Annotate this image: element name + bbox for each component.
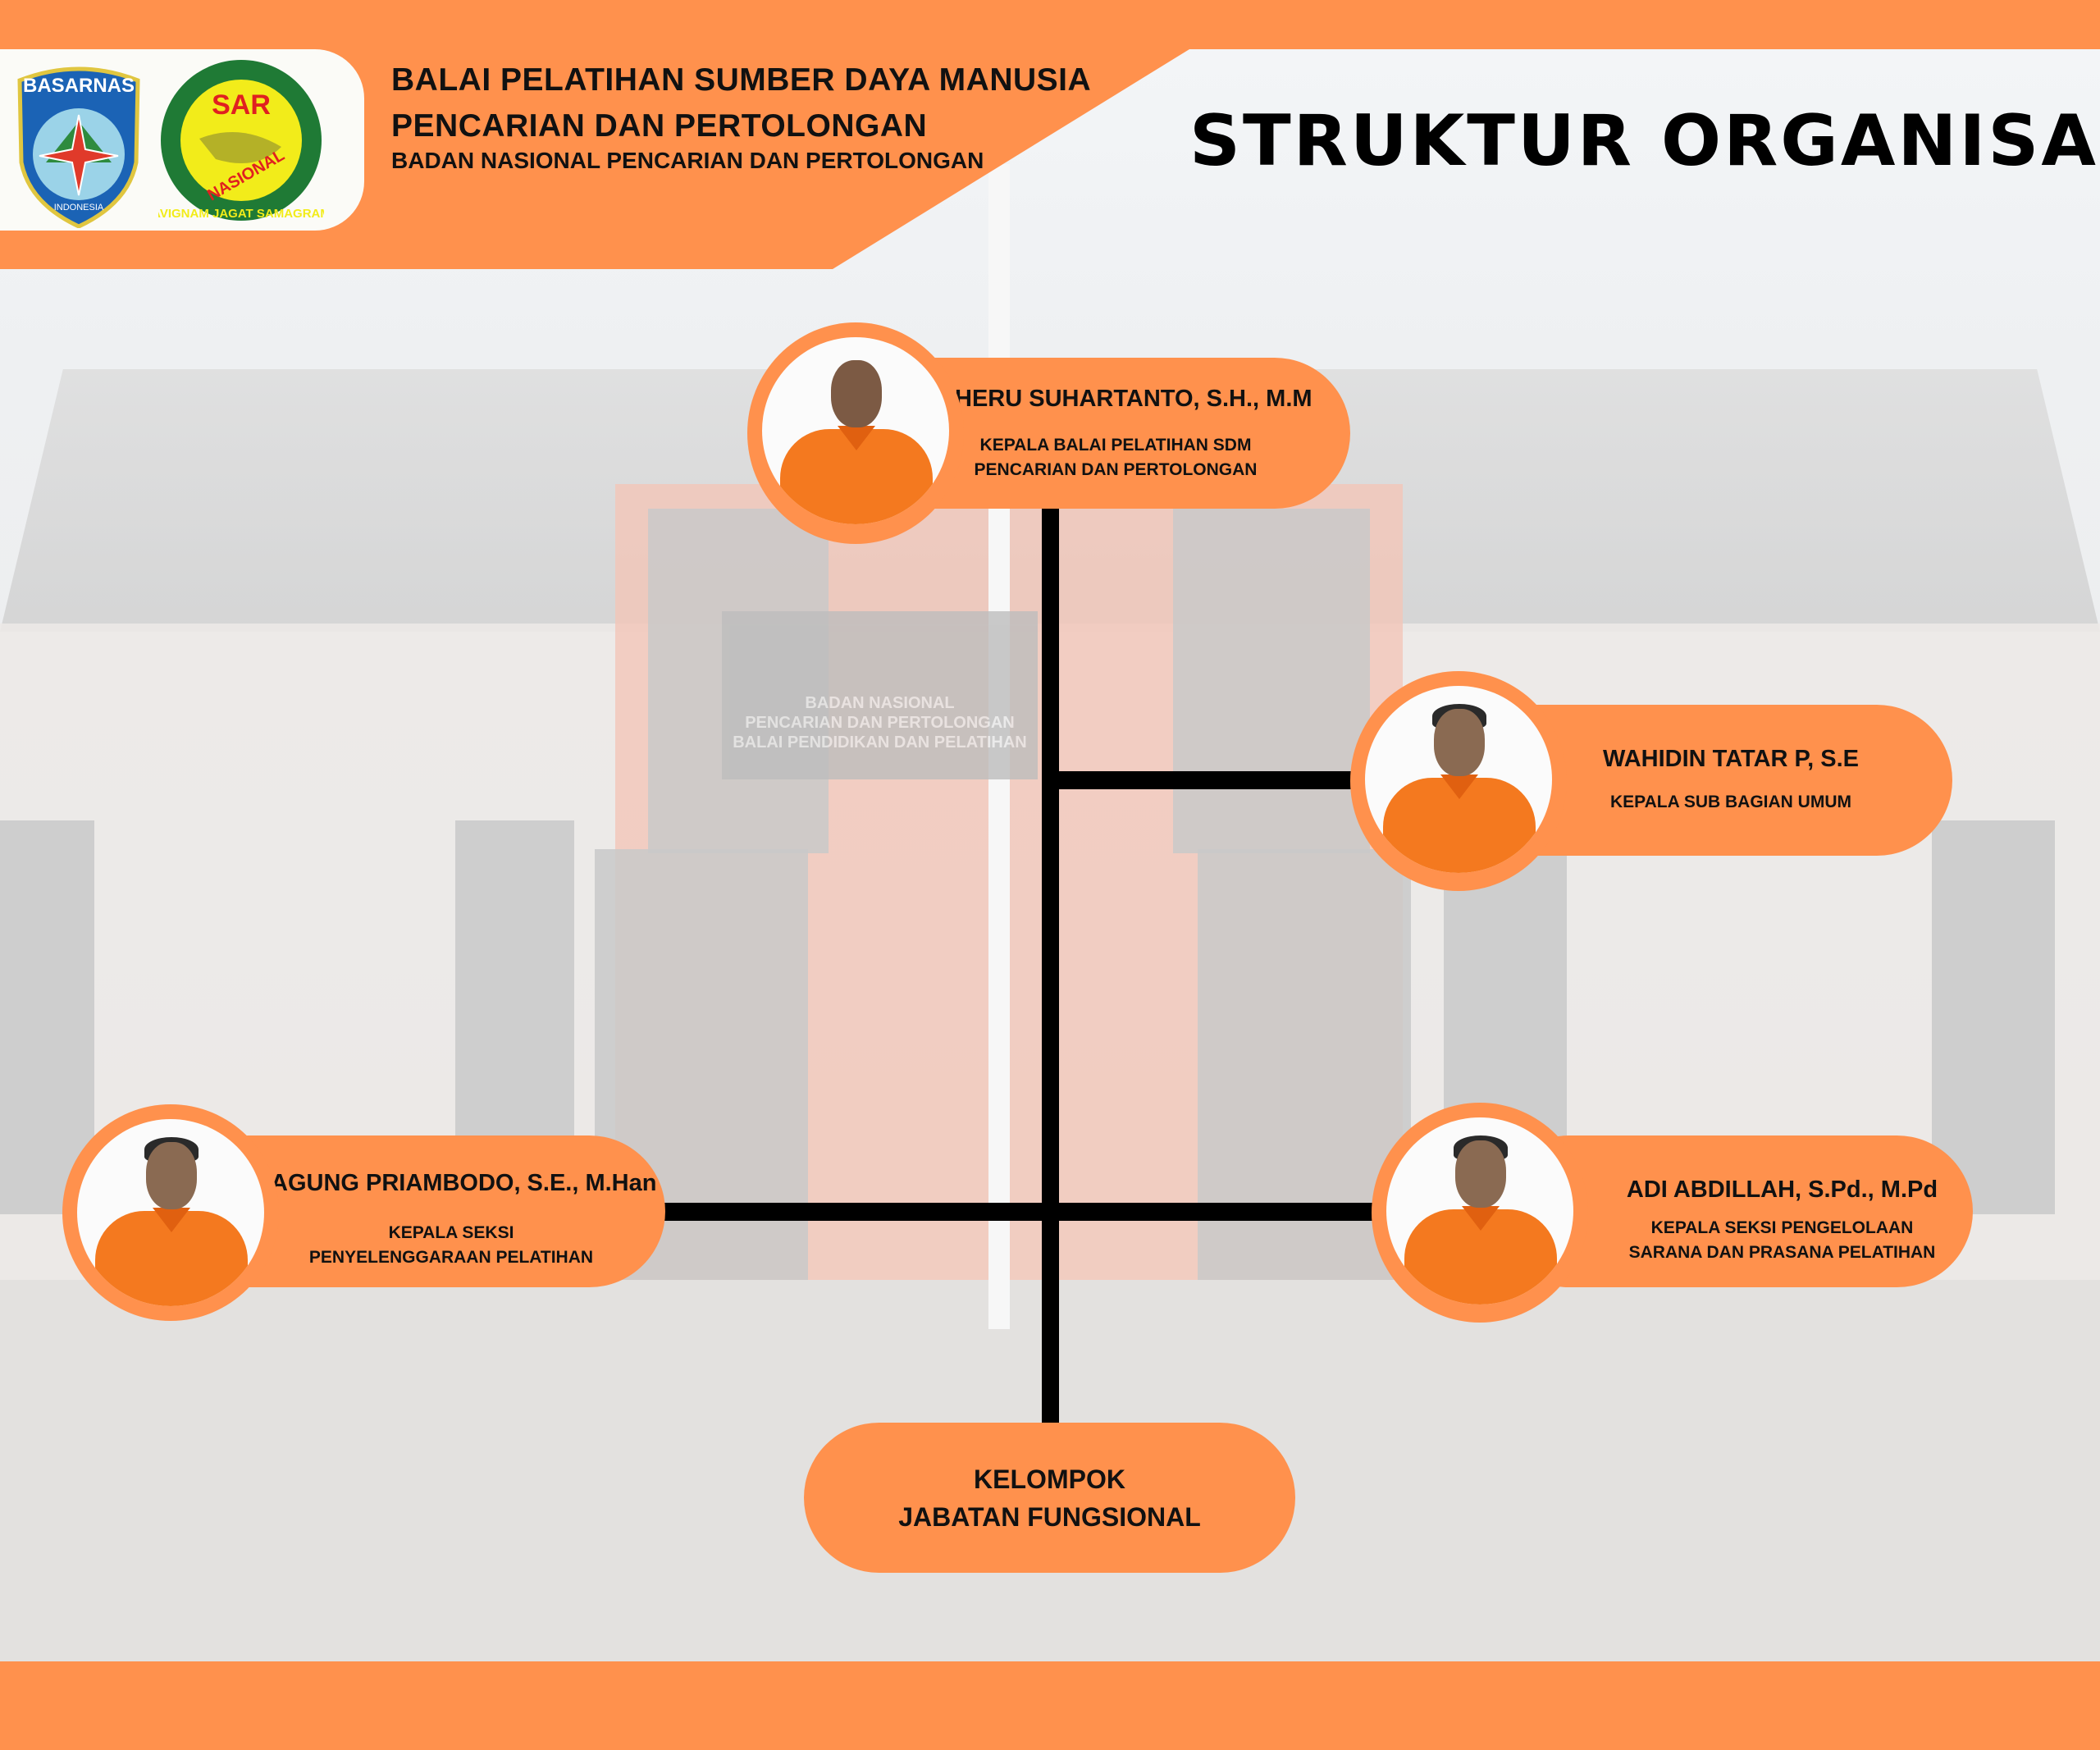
penyelenggaraan-role-line: KEPALA SEKSI	[388, 1223, 514, 1242]
connector-vertical	[1042, 492, 1059, 1428]
sign-line: BADAN NASIONAL	[805, 694, 955, 712]
penyelenggaraan-photo	[77, 1119, 264, 1306]
head-role-line: KEPALA BALAI PELATIHAN SDM	[979, 436, 1252, 455]
sar-nasional-logo: SAR NASIONAL AVIGNAM JAGAT SAMAGRAM	[152, 57, 331, 225]
page-title: STRUKTUR ORGANISASI	[1189, 100, 2100, 182]
umum-role: KEPALA SUB BAGIAN UMUM	[1610, 793, 1851, 811]
penyelenggaraan-role-line: PENYELENGGARAAN PELATIHAN	[308, 1248, 594, 1267]
connector-seksi	[656, 1203, 1378, 1221]
top-bar	[0, 0, 2100, 49]
sign-line: BALAI PENDIDIKAN DAN PELATIHAN	[733, 733, 1027, 752]
header-institution-line1: BALAI PELATIHAN SUMBER DAYA MANUSIA	[391, 62, 1092, 98]
org-node-fungsional: KELOMPOK JABATAN FUNGSIONAL	[804, 1423, 1295, 1573]
umum-photo	[1365, 686, 1552, 873]
header-institution-line2: PENCARIAN DAN PERTOLONGAN	[391, 108, 928, 144]
head-role-line: PENCARIAN DAN PERTOLONGAN	[974, 460, 1258, 479]
penyelenggaraan-photo-frame	[62, 1104, 279, 1321]
fungsional-line: KELOMPOK	[974, 1464, 1125, 1494]
pengelolaan-role-line: SARANA DAN PRASANA PELATIHAN	[1628, 1243, 1936, 1262]
head-name: HERU SUHARTANTO, S.H., M.M	[955, 386, 1312, 412]
bottom-bar	[0, 1661, 2100, 1750]
fungsional-line: JABATAN FUNGSIONAL	[898, 1502, 1201, 1532]
pengelolaan-role-line: KEPALA SEKSI PENGELOLAAN	[1650, 1218, 1914, 1237]
svg-text:SAR: SAR	[212, 89, 271, 121]
pengelolaan-name: ADI ABDILLAH, S.Pd., M.Pd	[1626, 1177, 1938, 1203]
head-photo-frame	[747, 322, 964, 544]
basarnas-logo: BASARNAS INDONESIA	[13, 64, 144, 229]
head-photo	[762, 337, 949, 524]
umum-name: WAHIDIN TATAR P, S.E	[1602, 746, 1860, 772]
penyelenggaraan-name: AGUNG PRIAMBODO, S.E., M.Han	[271, 1170, 657, 1196]
svg-text:AVIGNAM JAGAT SAMAGRAM: AVIGNAM JAGAT SAMAGRAM	[158, 207, 324, 221]
svg-text:BASARNAS: BASARNAS	[23, 75, 135, 97]
pengelolaan-photo-frame	[1372, 1103, 1588, 1323]
building-pillar	[1173, 509, 1370, 853]
head-role: KEPALA BALAI PELATIHAN SDM PENCARIAN DAN…	[943, 433, 1288, 482]
sign-line: PENCARIAN DAN PERTOLONGAN	[745, 714, 1015, 732]
svg-text:INDONESIA: INDONESIA	[54, 203, 104, 212]
pengelolaan-photo	[1386, 1117, 1573, 1305]
header-agency: BADAN NASIONAL PENCARIAN DAN PERTOLONGAN	[391, 148, 984, 173]
pengelolaan-role: KEPALA SEKSI PENGELOLAAN SARANA DAN PRAS…	[1493, 1216, 1973, 1265]
umum-photo-frame	[1350, 671, 1567, 891]
building-sign: BADAN NASIONAL PENCARIAN DAN PERTOLONGAN…	[722, 611, 1038, 779]
building-pillar	[1932, 820, 2055, 1214]
penyelenggaraan-role: KEPALA SEKSI PENYELENGGARAAN PELATIHAN	[262, 1221, 640, 1270]
connector-umum	[1059, 771, 1354, 789]
building-pillar	[0, 820, 94, 1214]
building-pillar	[1198, 849, 1411, 1341]
